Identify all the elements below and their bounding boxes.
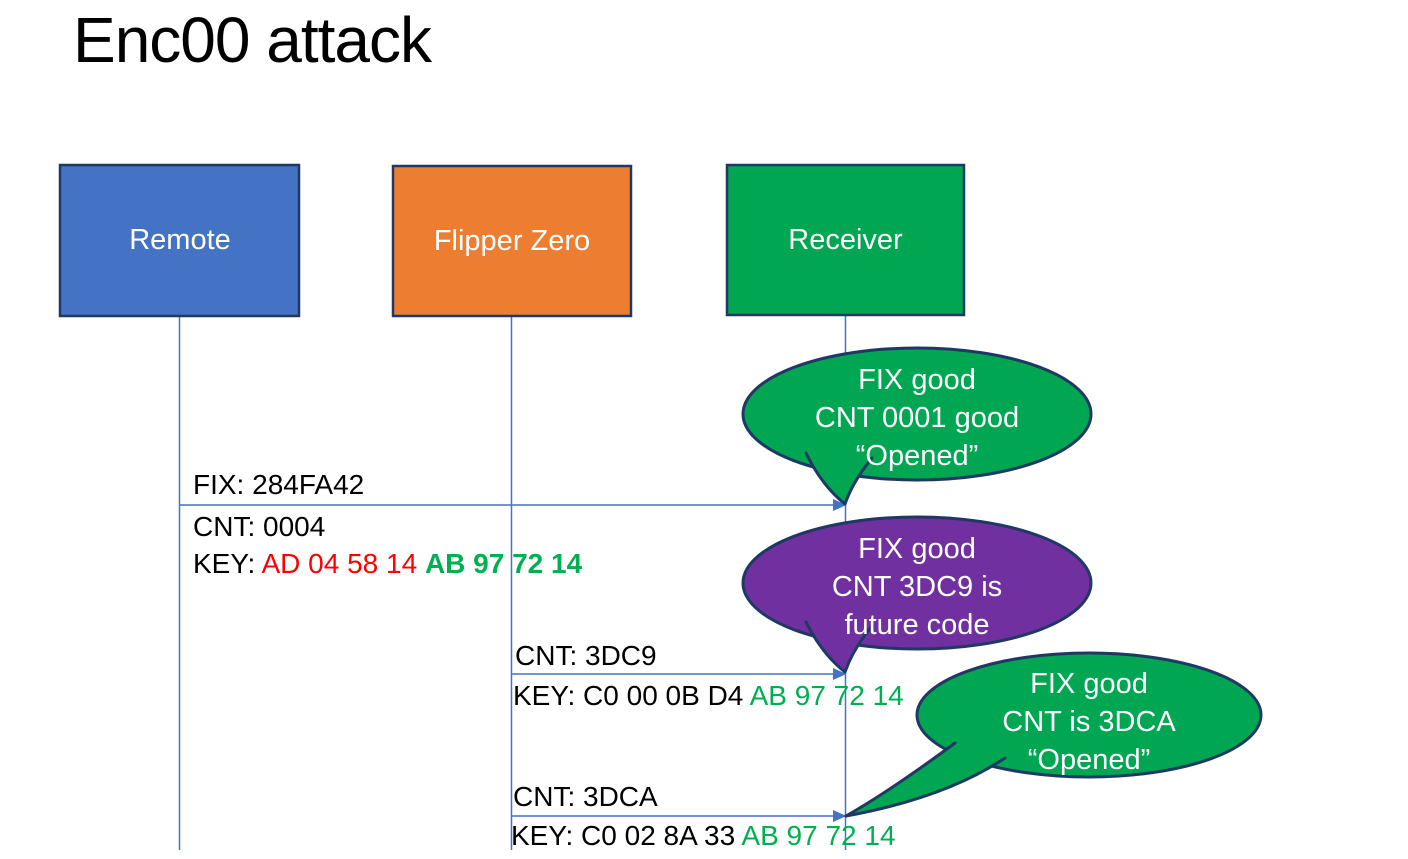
message-1-key-red: AD 04 58 14	[261, 548, 425, 579]
callout-bubble-3-tail	[844, 741, 1007, 818]
message-3-key-label: KEY: C0 02 8A 33 AB 97 72 14	[511, 820, 896, 852]
callout-3-line-2: CNT is 3DCA	[1002, 706, 1176, 738]
callout-bubble-1-tail	[804, 451, 874, 506]
callout-1-line-2: CNT 0001 good	[814, 402, 1020, 434]
actor-box-remote	[58, 163, 301, 318]
message-3-key-black: C0 02 8A 33	[581, 820, 742, 851]
message-1-key-green: AB 97 72 14	[424, 548, 583, 579]
actor-box-flipper-zero	[391, 164, 633, 318]
callout-bubble-3-ellipse	[915, 651, 1263, 779]
callout-1-line-1: FIX good	[858, 364, 976, 396]
callout-bubble-1	[741, 346, 1093, 506]
callout-1-text: FIX good CNT 0001 good “Opened”	[743, 361, 1091, 475]
callout-bubble-1-ellipse	[741, 346, 1093, 482]
message-2-cnt-label: CNT: 3DC9	[515, 640, 657, 671]
callout-bubble-2-ellipse	[741, 515, 1093, 651]
message-3-cnt-label: CNT: 3DCA	[513, 781, 658, 812]
message-1-fix-label: FIX: 284FA42	[193, 469, 365, 500]
callout-3-line-1: FIX good	[1030, 668, 1148, 700]
callout-2-line-3: future code	[844, 609, 990, 641]
actor-label-remote: Remote	[129, 224, 231, 256]
callout-3-text: FIX good CNT is 3DCA “Opened”	[917, 665, 1261, 779]
message-arrow-1-head-icon	[833, 499, 847, 511]
message-2-key-label: KEY: C0 00 0B D4 AB 97 72 14	[513, 680, 904, 712]
actor-label-receiver: Receiver	[788, 223, 903, 256]
message-arrow-1	[179, 499, 847, 511]
callout-bubble-2	[741, 515, 1093, 674]
message-3-key-prefix: KEY:	[511, 820, 582, 851]
message-2-key-black: C0 00 0B D4	[583, 680, 750, 711]
message-2-key-prefix: KEY:	[513, 680, 584, 711]
message-arrow-3	[511, 810, 847, 822]
callout-1-line-3: “Opened”	[855, 440, 979, 472]
message-1-key-label: KEY: AD 04 58 14 AB 97 72 14	[193, 548, 582, 580]
actor-box-receiver	[725, 163, 966, 317]
message-2-key-green: AB 97 72 14	[749, 680, 904, 711]
message-arrow-3-head-icon	[833, 810, 847, 822]
callout-bubble-2-tail	[804, 620, 874, 674]
page-title: Enc00 attack	[73, 4, 432, 76]
callout-bubble-3	[844, 651, 1263, 818]
callout-3-line-3: “Opened”	[1027, 744, 1151, 776]
message-arrow-2-head-icon	[833, 668, 847, 680]
message-1-key-prefix: KEY:	[193, 548, 262, 579]
message-3-key-green: AB 97 72 14	[741, 820, 896, 851]
callout-2-line-1: FIX good	[858, 533, 976, 565]
message-arrow-2	[511, 668, 847, 680]
actor-label-flipper-zero: Flipper Zero	[433, 224, 591, 257]
callout-2-text: FIX good CNT 3DC9 is future code	[743, 530, 1091, 644]
message-1-cnt-label: CNT: 0004	[193, 511, 326, 542]
callout-2-line-2: CNT 3DC9 is	[831, 571, 1003, 603]
